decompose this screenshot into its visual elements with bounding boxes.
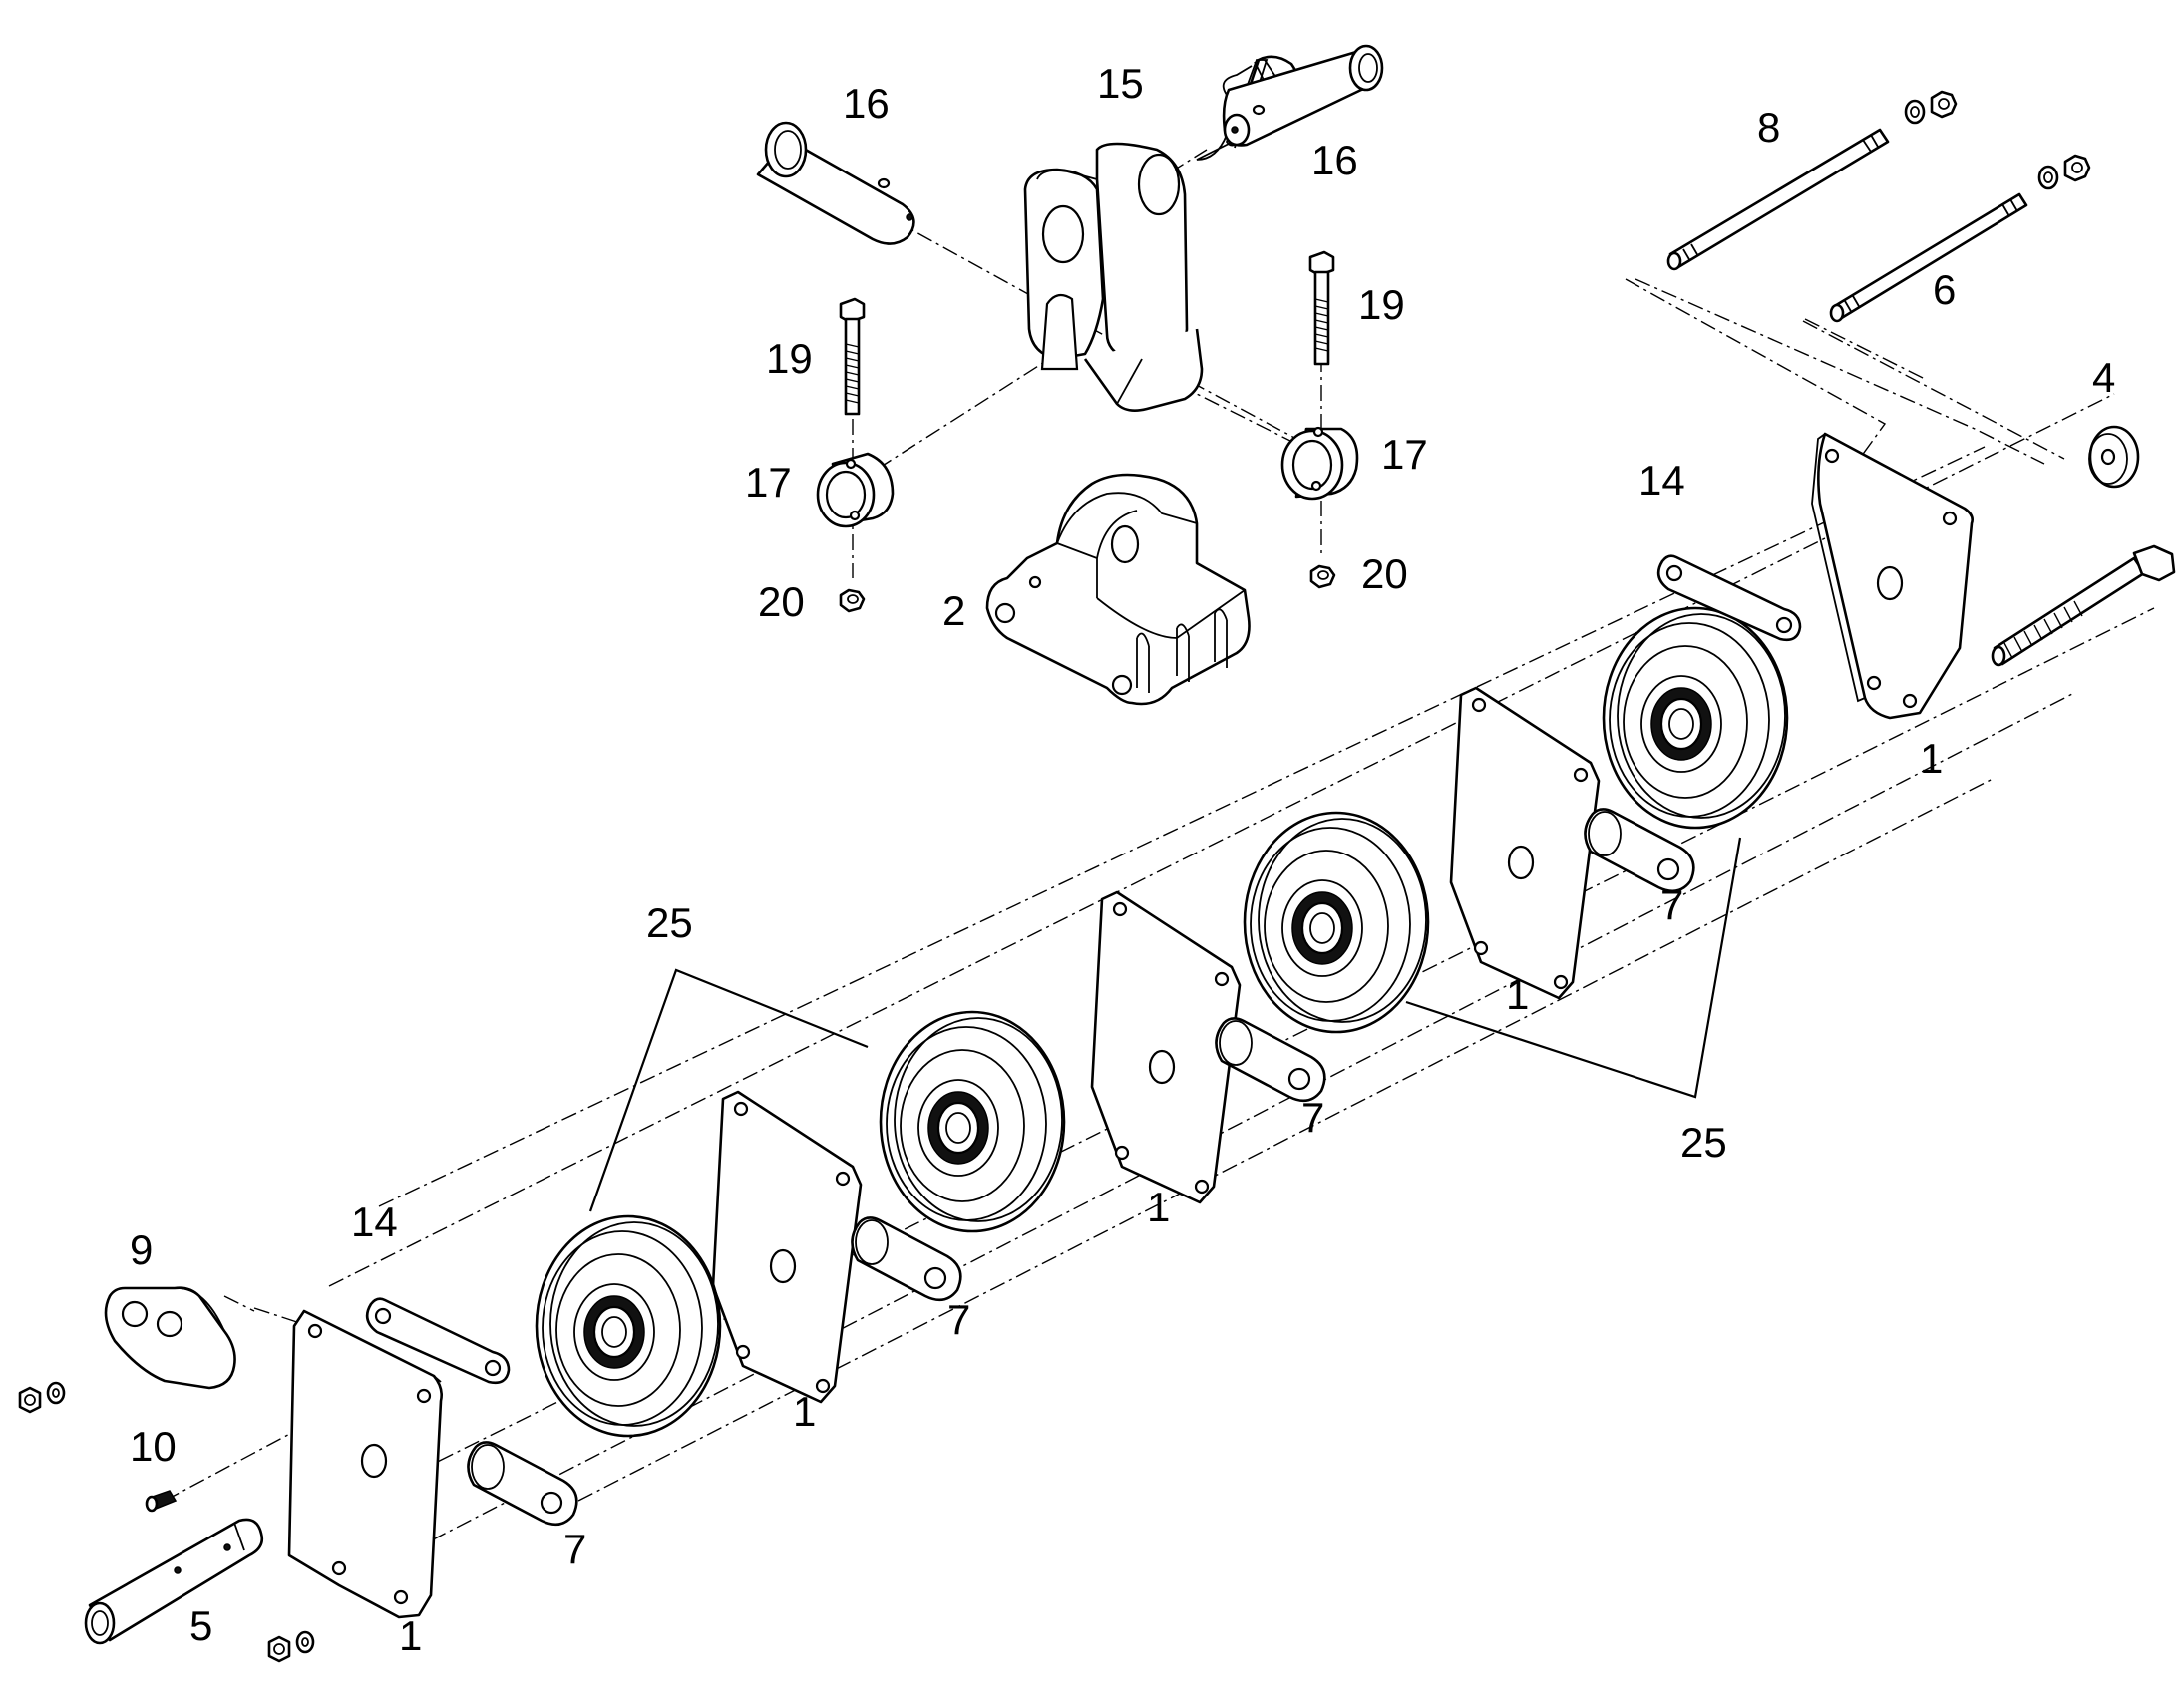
callout-17-left: 17 [745, 459, 792, 506]
setscrew-10 [145, 1490, 178, 1513]
pin-16-left [756, 121, 915, 245]
callout-1-left-mid: 1 [793, 1388, 816, 1435]
block-9 [104, 1286, 236, 1390]
callout-1-left: 1 [399, 1612, 422, 1659]
pulley-25-mid-left [879, 1010, 1066, 1233]
rod-8 [1666, 90, 1958, 271]
bolt-19-right [1308, 250, 1335, 366]
callout-5: 5 [189, 1602, 212, 1649]
callout-1-center: 1 [1147, 1184, 1170, 1230]
callout-20-right: 20 [1361, 550, 1408, 597]
plate-1-right-mid [1449, 686, 1601, 1000]
plate-1-right [1811, 432, 1974, 720]
callout-6: 6 [1933, 266, 1956, 313]
nut-20-left [839, 588, 866, 613]
callout-19-right: 19 [1358, 281, 1405, 328]
leader-lines-25 [588, 837, 1742, 1212]
collar-17-left [816, 452, 895, 528]
long-bolt [1991, 544, 2176, 667]
callout-2: 2 [942, 587, 965, 634]
callout-1-right: 1 [1920, 735, 1943, 782]
nut-washer-left-bottom [267, 1630, 315, 1663]
callout-19-left: 19 [766, 335, 813, 382]
callout-7-left: 7 [563, 1526, 586, 1572]
callout-25-right: 25 [1680, 1119, 1727, 1166]
plate-1-left [287, 1309, 443, 1619]
callout-14-left: 14 [351, 1198, 398, 1245]
callout-4: 4 [2092, 354, 2115, 401]
spacer-7-left [467, 1441, 578, 1527]
pulley-25-mid-right [1243, 811, 1430, 1034]
callout-1-right-mid: 1 [1506, 971, 1529, 1018]
callout-25-left: 25 [646, 899, 693, 946]
washer-4 [2088, 425, 2140, 489]
nut-washer-block-9 [18, 1381, 66, 1414]
bolt-19-left [839, 297, 866, 416]
nut-20-right [1309, 564, 1336, 589]
callout-labels: 16 15 16 8 6 19 19 4 17 17 14 20 20 2 1 … [130, 60, 2115, 1659]
collar-17-right [1280, 426, 1359, 501]
callout-7-center: 7 [1301, 1094, 1324, 1141]
bracket-2 [985, 473, 1251, 706]
callout-16-left: 16 [843, 80, 890, 127]
callout-10: 10 [130, 1423, 177, 1470]
callout-17-right: 17 [1381, 431, 1428, 478]
pin-16-right [1196, 44, 1384, 161]
plate-1-left-mid [711, 1090, 863, 1404]
callout-9: 9 [130, 1226, 153, 1273]
spacer-7-center [1215, 1017, 1326, 1103]
spacer-7-mid-left [851, 1216, 962, 1302]
callout-20-left: 20 [758, 578, 805, 625]
callout-15: 15 [1097, 60, 1144, 107]
callout-14-right: 14 [1638, 457, 1685, 504]
rod-6 [1829, 154, 2091, 323]
callout-16-right: 16 [1311, 137, 1358, 183]
callout-7-right: 7 [1660, 881, 1683, 928]
shaft-5 [84, 1518, 264, 1645]
clevis-15 [1023, 142, 1204, 412]
callout-8: 8 [1757, 104, 1780, 151]
callout-7-mid-left: 7 [947, 1296, 970, 1343]
pulley-25-right [1602, 606, 1789, 830]
pulley-25-left [535, 1214, 722, 1438]
